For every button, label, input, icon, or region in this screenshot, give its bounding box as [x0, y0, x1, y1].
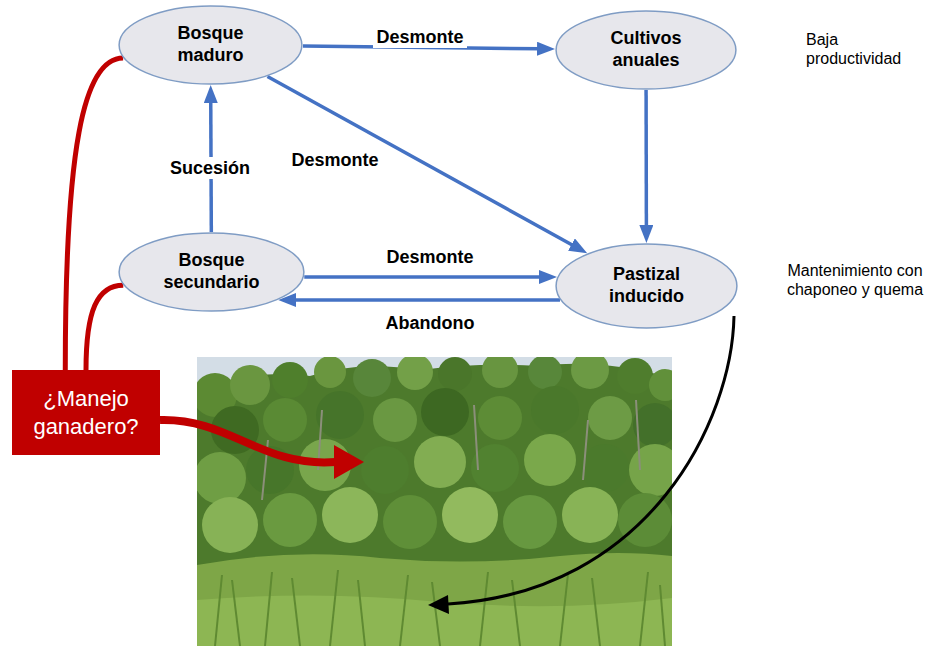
state-ellipse: Bosque secundario — [118, 232, 305, 312]
side-note: Mantenimiento con chaponeo y quema — [768, 261, 942, 299]
transition-arrow — [267, 77, 574, 247]
ellipse-shape — [556, 11, 736, 89]
transition-label: Desmonte — [288, 149, 381, 171]
state-name: Bosque maduro — [155, 23, 267, 66]
ellipse-shape — [119, 6, 302, 84]
state-ellipse: Bosque maduro — [118, 5, 303, 85]
transition-label: Sucesión — [167, 157, 253, 179]
state-name: Pastizal inducido — [591, 264, 703, 307]
state-name: Cultivos anuales — [590, 28, 702, 71]
management-link — [65, 58, 123, 370]
transition-arrow — [292, 298, 560, 302]
question-box: ¿Manejo ganadero? — [12, 370, 160, 455]
ellipse-shape — [556, 244, 737, 328]
transition-label: Desmonte — [373, 26, 466, 48]
transition-label: Desmonte — [383, 246, 476, 268]
transition-label: Abandono — [383, 312, 478, 334]
management-link — [86, 285, 123, 370]
black-pointer-head — [428, 595, 449, 614]
side-note: Baja productividad — [806, 30, 926, 68]
question-text: ¿Manejo ganadero? — [20, 385, 152, 440]
state-name: Bosque secundario — [156, 250, 268, 293]
ellipse-shape — [119, 233, 304, 311]
black-pointer-arrow — [448, 316, 734, 604]
red-pointer-arrow — [160, 420, 336, 463]
transition-arrow — [304, 275, 543, 279]
state-ellipse: Cultivos anuales — [555, 10, 737, 90]
transition-arrow — [644, 90, 648, 229]
state-ellipse: Pastizal inducido — [555, 243, 738, 329]
red-pointer-head — [334, 445, 364, 479]
